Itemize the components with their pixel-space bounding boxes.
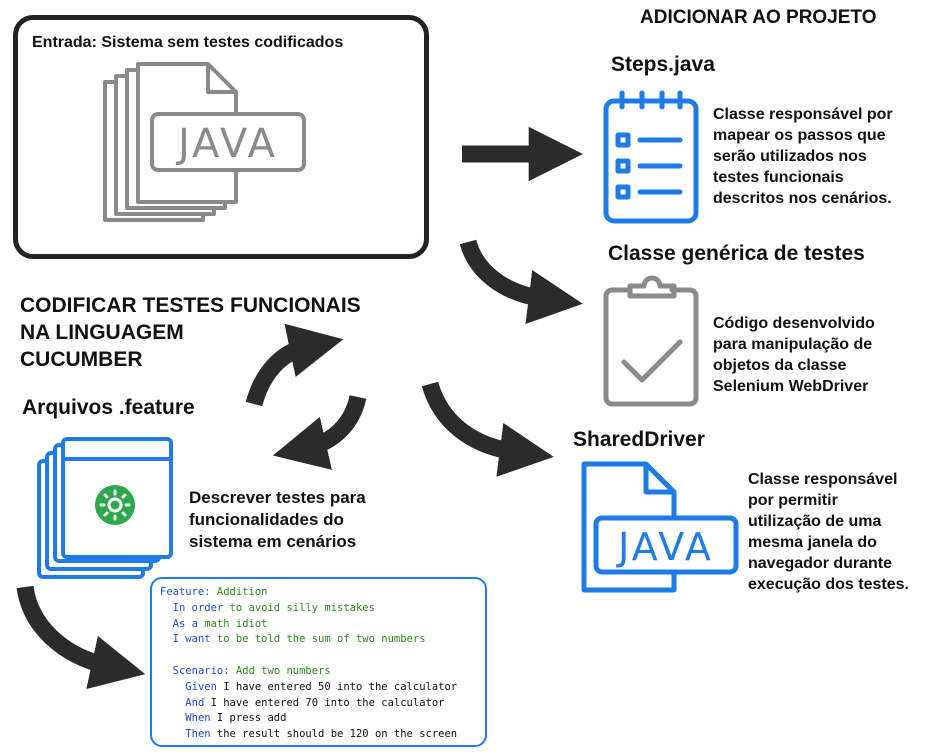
code-line: I want to be told the sum of two numbers — [172, 633, 426, 646]
code-line: Given I have entered 50 into the calcula… — [185, 680, 458, 693]
cucumber-logo-icon — [95, 485, 135, 525]
code-line: Then the result should be 120 on the scr… — [185, 728, 458, 741]
shared-title: SharedDriver — [573, 428, 705, 451]
cucumber-file-stack-icon — [37, 437, 173, 579]
code-line: Scenario: Add two numbers — [172, 664, 331, 677]
code-line: And I have entered 70 into the calculato… — [185, 696, 445, 709]
arrow-cycle-down — [272, 394, 367, 470]
generic-description: Código desenvolvido para manipulação de … — [713, 315, 875, 395]
feature-title: Arquivos .feature — [22, 396, 195, 419]
java-file-icon: JAVA — [581, 461, 739, 593]
checklist-notebook-icon — [603, 90, 699, 224]
shared-description: Classe responsável por permitir utilizaç… — [748, 471, 909, 593]
code-line: In order to avoid silly mistakes — [172, 601, 375, 614]
code-line: As a math idiot — [172, 617, 268, 630]
arrow-to-code — [16, 585, 146, 690]
generic-title: Classe genérica de testes — [608, 242, 865, 265]
java-file-stack-icon: JAVA — [103, 62, 306, 222]
shared-java-label: JAVA — [616, 525, 714, 569]
input-title: Entrada: Sistema sem testes codificados — [32, 34, 344, 51]
code-line: Feature: Addition — [160, 586, 268, 598]
steps-title: Steps.java — [611, 53, 715, 76]
arrow-to-shared — [421, 381, 554, 477]
code-heading: CODIFICAR TESTES FUNCIONAIS NA LINGUAGEM… — [20, 294, 361, 371]
feature-description: Descrever testes para funcionalidades do… — [189, 488, 366, 551]
add-heading: ADICIONAR AO PROJETO — [640, 7, 877, 28]
arrow-cycle-up — [245, 323, 344, 407]
clipboard-check-icon — [603, 275, 699, 407]
code-line: When I press add — [185, 712, 287, 725]
gherkin-code-box: Feature: Addition In order to avoid sill… — [150, 577, 487, 747]
java-icon-label: JAVA — [175, 121, 278, 167]
steps-description: Classe responsável por mapear os passos … — [713, 106, 893, 207]
arrow-to-generic — [459, 239, 583, 324]
input-box — [13, 15, 429, 259]
